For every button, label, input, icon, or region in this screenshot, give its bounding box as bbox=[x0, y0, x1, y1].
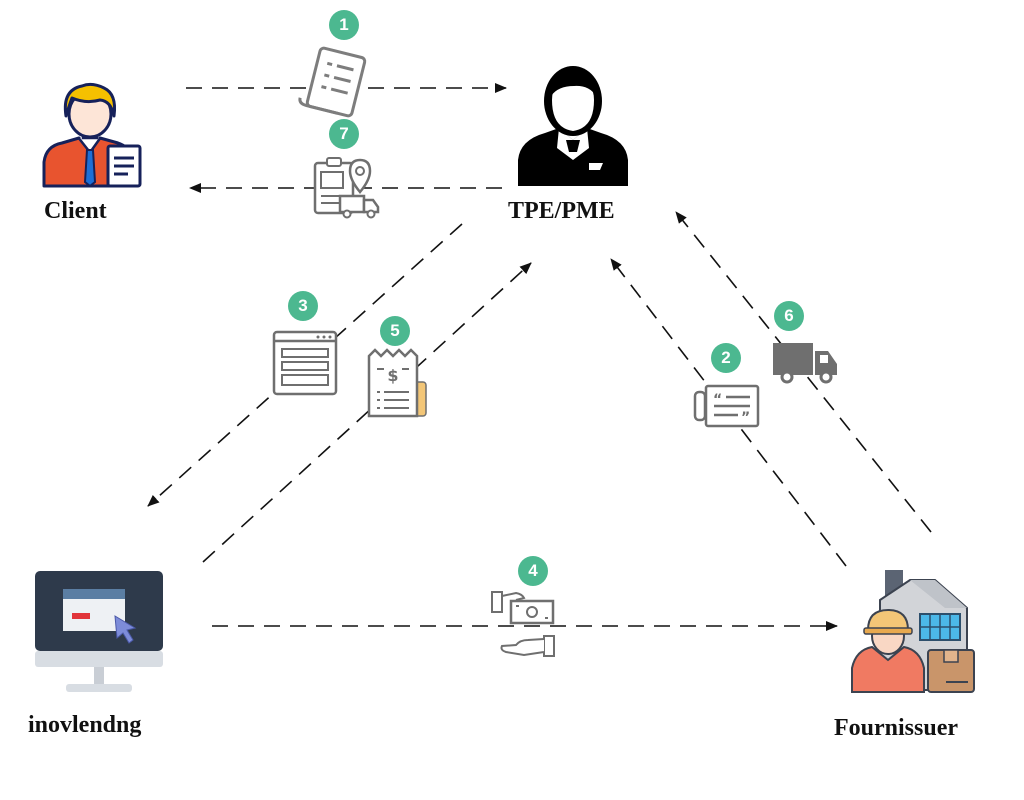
fournisseur-label: Fournissuer bbox=[834, 715, 959, 741]
delivery-truck-icon bbox=[773, 343, 837, 384]
payment-icon bbox=[491, 591, 555, 657]
fournisseur-icon bbox=[851, 570, 975, 693]
step-badge-4: 4 bbox=[518, 556, 548, 586]
tpe-pme-label: TPE/PME bbox=[508, 198, 615, 224]
step-badge-3: 3 bbox=[288, 291, 318, 321]
receipt-icon: $ bbox=[367, 348, 427, 418]
inovlending-label: inovlendng bbox=[28, 712, 142, 738]
step-badge-7: 7 bbox=[329, 119, 359, 149]
svg-text:”: ” bbox=[741, 410, 750, 426]
arrow-fournisseur-to-tpe-step6 bbox=[675, 211, 932, 533]
step-badge-2: 2 bbox=[711, 343, 741, 373]
svg-text:$: $ bbox=[387, 366, 398, 385]
delivery-tracking-icon bbox=[313, 157, 380, 219]
client-icon bbox=[42, 82, 142, 188]
document-icon bbox=[298, 46, 367, 118]
step-badge-1: 1 bbox=[329, 10, 359, 40]
tpe-pme-icon bbox=[518, 66, 628, 186]
web-form-icon bbox=[272, 330, 338, 396]
client-label: Client bbox=[44, 198, 107, 224]
invoice-icon: “ ” bbox=[693, 384, 760, 428]
step-badge-5: 5 bbox=[380, 316, 410, 346]
step-badge-6: 6 bbox=[774, 301, 804, 331]
svg-text:“: “ bbox=[713, 392, 722, 408]
monitor-icon bbox=[35, 571, 163, 692]
arrow-inovlending-to-tpe bbox=[202, 262, 532, 563]
